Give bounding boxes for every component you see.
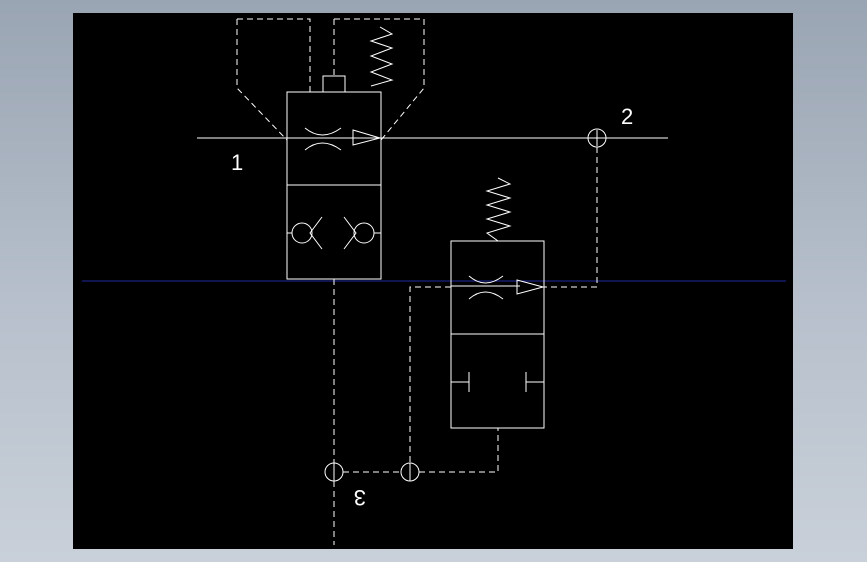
pilot-actuator-right (333, 18, 425, 141)
throttle-upper-arc (304, 127, 342, 136)
pilot-line-secondary (409, 286, 451, 463)
secondary-valve[interactable] (450, 177, 545, 429)
port-label-3: 3 (354, 485, 366, 510)
pilot-actuator-left (236, 18, 311, 141)
check-valve-left-seat (309, 216, 323, 250)
throttle-lower-arc (304, 142, 342, 151)
secondary-flow-arrow-icon (516, 279, 545, 295)
main-valve[interactable] (236, 18, 425, 280)
secondary-throttle-lower-arc (468, 291, 504, 300)
plunger (322, 75, 346, 93)
secondary-throttle-upper-arc (468, 275, 504, 284)
check-valve-right-ball (353, 222, 375, 244)
main-valve-spring-icon (369, 26, 394, 87)
cad-viewport[interactable]: 1 2 3 (73, 13, 793, 549)
pilot-line-port-2 (544, 147, 598, 288)
pneumatic-schematic: 1 2 3 (82, 18, 786, 545)
port-label-2: 2 (621, 104, 633, 129)
secondary-exhaust-line (419, 428, 499, 473)
check-valve-right-seat (343, 216, 357, 250)
pilot-lines (333, 147, 598, 545)
secondary-valve-spring-icon (485, 177, 512, 242)
port-label-1: 1 (231, 150, 243, 175)
check-valve-left-ball (291, 222, 313, 244)
